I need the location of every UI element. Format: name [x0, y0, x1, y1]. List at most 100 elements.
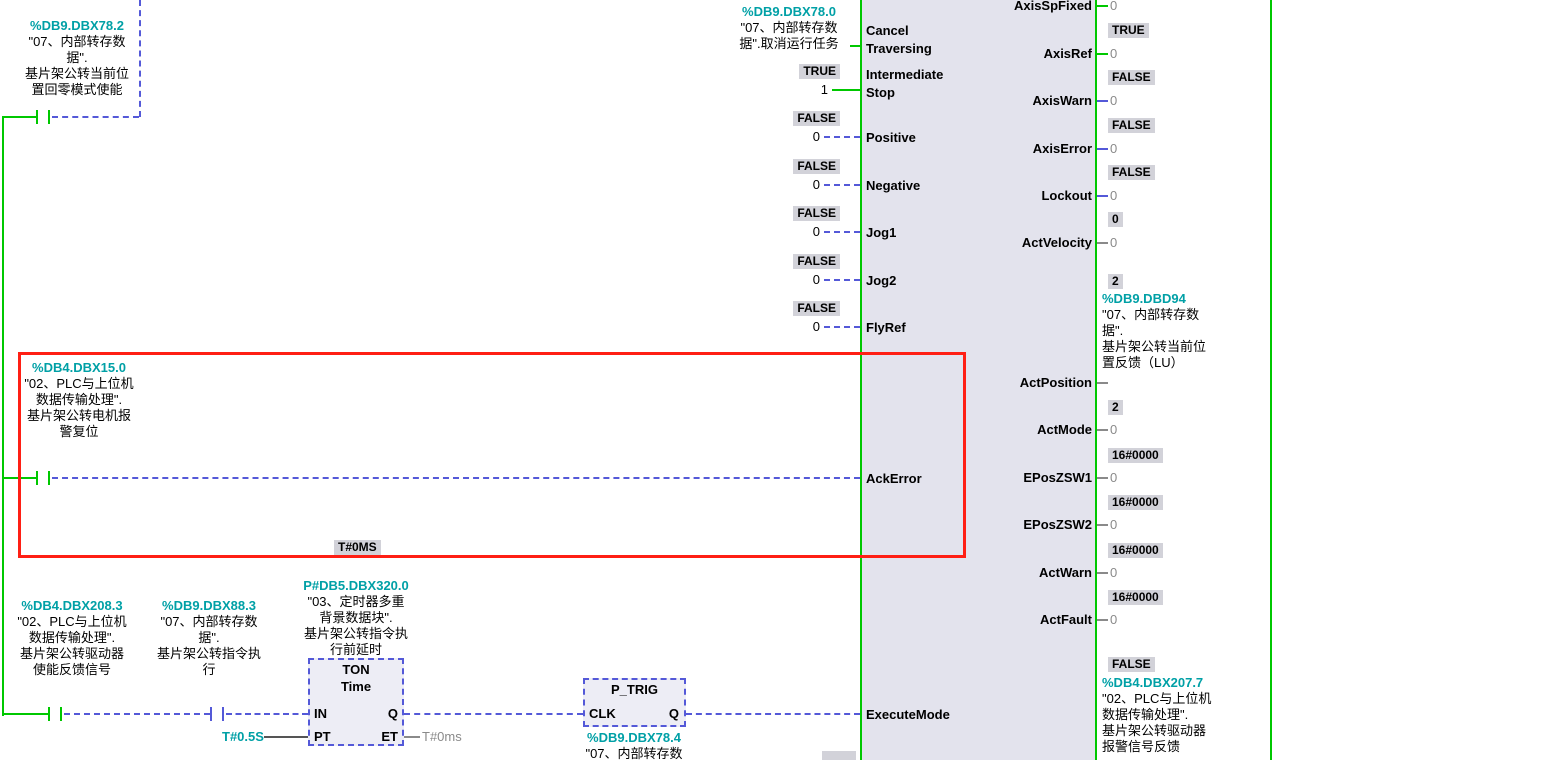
operand-block-alarm-feedback: %DB4.DBX207.7 "02、PLC与上位机 数据传输处理". 基片架公转…: [1102, 675, 1262, 755]
function-block-body[interactable]: [860, 0, 1097, 760]
operand-block-exec-trigger: %DB9.DBX78.4 "07、内部转存数: [568, 730, 700, 760]
operand-comment-line: 置回零模式使能: [31, 82, 123, 97]
monitor-badge-actmode: 2: [1108, 400, 1123, 415]
operand-comment-line: 基片架公转当前位: [24, 66, 129, 81]
wire-segment: [2, 713, 48, 715]
operand-value[interactable]: 0: [812, 319, 820, 334]
contact-homing-enable[interactable]: [36, 110, 50, 124]
operand-address[interactable]: %DB4.DBX15.0: [32, 360, 126, 375]
operand-jog2[interactable]: 0: [700, 272, 820, 287]
wire-segment: [1097, 382, 1108, 384]
fb-pin-cancel-traversing: Cancel Traversing: [866, 22, 932, 58]
monitor-badge-wrap: FALSE: [700, 205, 840, 221]
operand-comment-line: 行前延时: [329, 642, 382, 657]
monitor-badge-wrap: FALSE: [700, 300, 840, 316]
monitor-badge-axiserror: FALSE: [1108, 118, 1155, 133]
wire-segment: [52, 116, 139, 118]
operand-comment-line: 行: [202, 662, 216, 677]
ton-pin-in: IN: [314, 706, 327, 721]
operand-block-cancel-task: %DB9.DBX78.0 "07、内部转存数 据".取消运行任务: [722, 4, 856, 52]
monitor-badge-actwarn: 16#0000: [1108, 543, 1163, 558]
operand-block-homing-enable: %DB9.DBX78.2 "07、内部转存数 据". 基片架公转当前位 置回零模…: [6, 18, 148, 98]
monitor-value-axiswarn: 0: [1110, 93, 1118, 108]
monitor-badge-intermediate: TRUE: [799, 64, 840, 79]
operand-address[interactable]: %DB9.DBX88.3: [162, 598, 256, 613]
monitor-value-lockout: 0: [1110, 188, 1118, 203]
operand-block-cmd-execute: %DB9.DBX88.3 "07、内部转存数 据". 基片架公转指令执 行: [142, 598, 276, 678]
wire-segment: [1097, 100, 1108, 102]
fb-pin-label: Stop: [866, 85, 895, 100]
monitor-badge-axisref: TRUE: [1108, 23, 1149, 38]
p-trig-block[interactable]: P_TRIG CLK Q: [583, 678, 686, 727]
operand-address[interactable]: P#DB5.DBX320.0: [303, 578, 409, 593]
fb-pin-actmode: ActMode: [1037, 422, 1092, 437]
wire-segment: [404, 736, 420, 738]
highlight-rectangle: [18, 352, 966, 558]
operand-address[interactable]: %DB4.DBX207.7: [1102, 675, 1204, 690]
p-trig-title: P_TRIG: [611, 682, 658, 697]
operand-jog1[interactable]: 0: [700, 224, 820, 239]
operand-positive[interactable]: 0: [700, 129, 820, 144]
operand-intermediate[interactable]: 1: [700, 82, 828, 97]
wire-segment: [1097, 619, 1108, 621]
operand-value[interactable]: 0: [812, 224, 820, 239]
operand-address[interactable]: %DB9.DBX78.4: [587, 730, 681, 745]
monitor-value-eposzsw2: 0: [1110, 517, 1118, 532]
wire-segment: [1097, 242, 1108, 244]
operand-comment-line: 基片架公转电机报: [26, 408, 131, 423]
contact-alarm-reset[interactable]: [36, 471, 50, 485]
wire-segment: [264, 736, 308, 738]
operand-value[interactable]: 0: [812, 129, 820, 144]
wire-ackerror: [52, 477, 860, 479]
contact-cmd-execute[interactable]: [210, 707, 224, 721]
wire-segment: [64, 713, 210, 715]
operand-negative[interactable]: 0: [700, 177, 820, 192]
wire-segment: [824, 279, 860, 281]
operand-flyref[interactable]: 0: [700, 319, 820, 334]
operand-comment-line: 报警信号反馈: [1102, 739, 1181, 754]
operand-comment-line: 置反馈（LU）: [1102, 355, 1184, 370]
monitor-badge-jog1: FALSE: [793, 206, 840, 221]
monitor-badge-positive: FALSE: [793, 111, 840, 126]
operand-address[interactable]: %DB9.DBX78.2: [30, 18, 124, 33]
operand-value[interactable]: 0: [812, 272, 820, 287]
wire-segment: [1097, 5, 1108, 7]
operand-comment-line: 使能反馈信号: [32, 662, 111, 677]
fb-pin-executemode: ExecuteMode: [866, 707, 950, 722]
operand-block-timer-idb: P#DB5.DBX320.0 "03、定时器多重 背景数据块". 基片架公转指令…: [288, 578, 424, 658]
fb-pin-jog1: Jog1: [866, 225, 897, 240]
monitor-value-axisref: 0: [1110, 46, 1118, 61]
operand-comment-line: "02、PLC与上位机: [24, 376, 134, 391]
operand-value[interactable]: 0: [812, 177, 820, 192]
monitor-badge-alarm-feedback: FALSE: [1108, 657, 1155, 672]
monitor-value-actvelocity: 0: [1110, 235, 1118, 250]
operand-comment-line: 据".取消运行任务: [739, 36, 839, 51]
ton-pin-pt: PT: [314, 729, 331, 744]
wire-segment: [824, 231, 860, 233]
monitor-value-et: T#0ms: [422, 729, 462, 744]
fb-pin-lockout: Lockout: [1041, 188, 1092, 203]
operand-comment-line: "07、内部转存数: [740, 20, 838, 35]
wire-segment: [1097, 524, 1108, 526]
operand-address[interactable]: %DB4.DBX208.3: [21, 598, 123, 613]
operand-comment-line: "03、定时器多重: [307, 594, 405, 609]
monitor-badge-jog2: FALSE: [793, 254, 840, 269]
wire-segment: [686, 713, 860, 715]
operand-value[interactable]: 1: [820, 82, 828, 97]
operand-comment-line: 基片架公转指令执: [156, 646, 261, 661]
contact-drive-enable[interactable]: [48, 707, 62, 721]
wire-segment: [404, 713, 583, 715]
monitor-value-actmode: 0: [1110, 422, 1118, 437]
ton-timer-block[interactable]: TON Time IN Q PT ET: [308, 658, 404, 746]
operand-pt-value[interactable]: T#0.5S: [222, 729, 264, 744]
operand-address[interactable]: %DB9.DBD94: [1102, 291, 1186, 306]
fb-pin-positive: Positive: [866, 130, 916, 145]
monitor-badge-wrap: TRUE: [700, 63, 840, 79]
operand-comment-line: 据".: [1102, 323, 1124, 338]
operand-comment-line: "07、内部转存数: [585, 746, 683, 760]
operand-comment-line: 基片架公转当前位: [1102, 339, 1207, 354]
operand-comment-line: 基片架公转指令执: [303, 626, 408, 641]
operand-address[interactable]: %DB9.DBX78.0: [742, 4, 836, 19]
operand-comment-line: 据".: [66, 50, 88, 65]
ton-pin-q: Q: [387, 706, 398, 721]
